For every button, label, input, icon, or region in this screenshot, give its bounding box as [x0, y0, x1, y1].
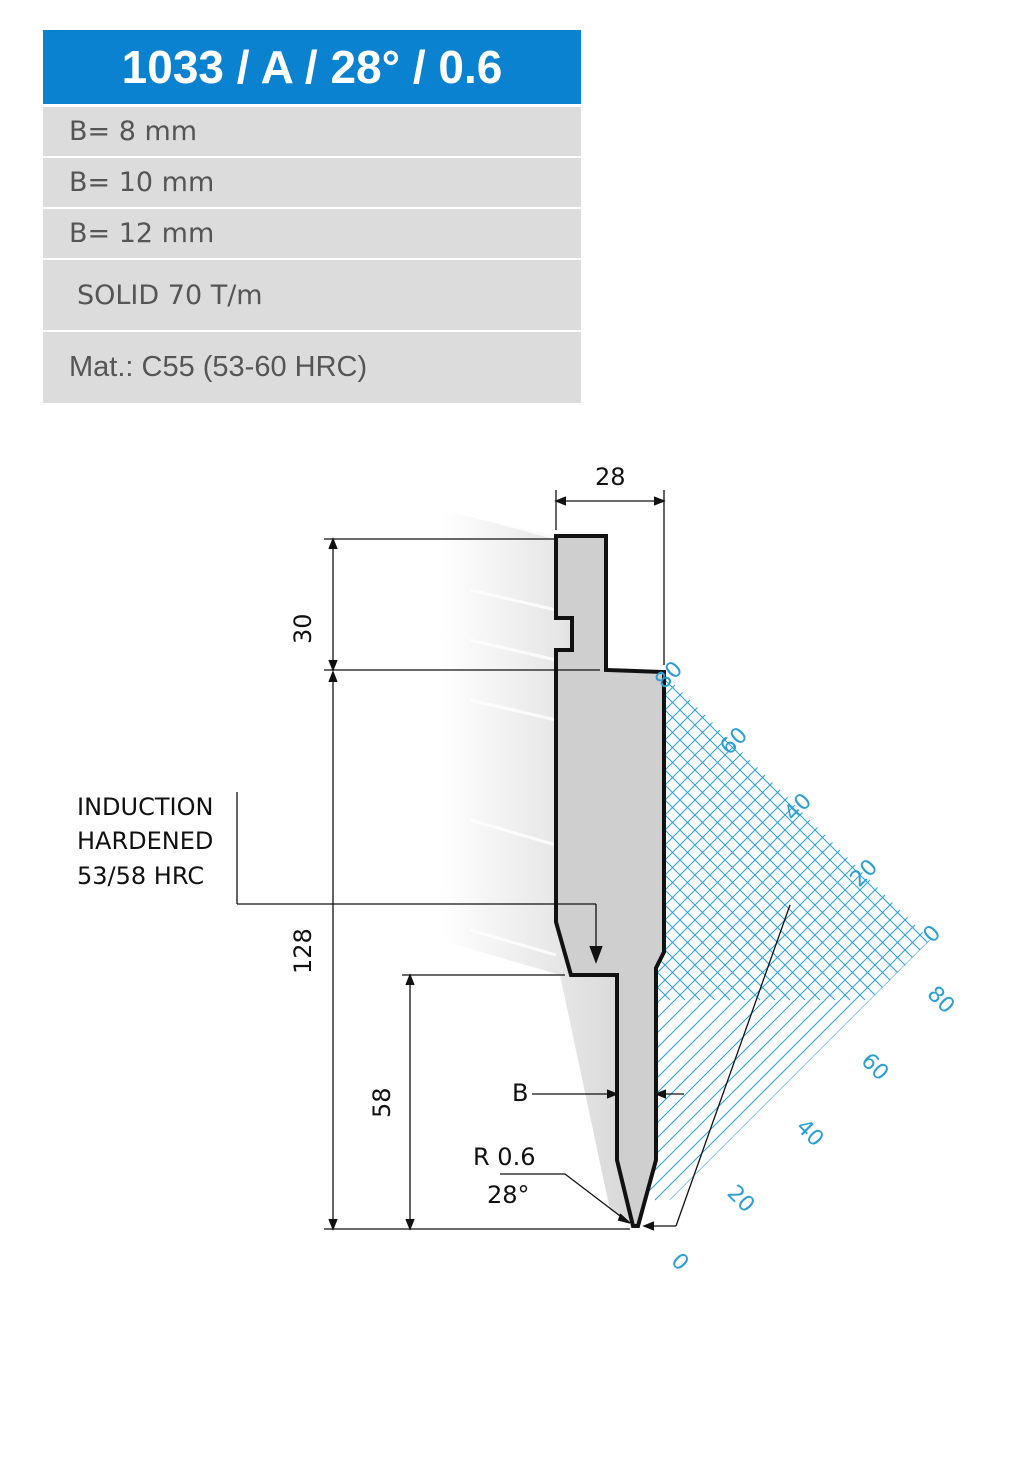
shadow-streaks [469, 513, 557, 957]
dim-total-height: 128 [289, 928, 317, 974]
grid-line [636, 672, 930, 1201]
grid-line [849, 672, 930, 1201]
scale-lower-40: 40 [791, 1115, 828, 1152]
angle-label: 28° [487, 1181, 530, 1209]
grid-line [824, 672, 930, 1001]
spec-row-b10: B= 10 mm [43, 158, 581, 209]
grid-line [1005, 600, 1016, 1000]
note-line-2: HARDENED [77, 827, 213, 855]
spec-row-solid: SOLID 70 T/m [43, 260, 581, 332]
spec-table: 1033 / A / 28° / 0.6 B= 8 mm B= 10 mm B=… [43, 30, 581, 403]
grid-line [960, 600, 1016, 1000]
note-line-1: INDUCTION [77, 793, 213, 821]
grid-line [884, 672, 930, 1001]
grid-line [774, 672, 930, 1201]
grid-line [654, 672, 930, 1201]
grid-line [794, 672, 930, 1001]
grid-line [674, 672, 930, 1001]
spec-row-b8: B= 8 mm [43, 107, 581, 158]
scale-upper-40: 40 [780, 789, 817, 826]
grid-line [636, 672, 930, 1201]
grid-line [729, 672, 930, 1201]
scale-lower-60: 60 [856, 1049, 893, 1086]
grid-line [789, 672, 930, 1201]
grid-line [0, 600, 430, 1200]
radius-label: R 0.6 [473, 1143, 535, 1171]
grid-line [636, 672, 930, 1201]
grid-line [636, 672, 930, 1201]
grid-line [985, 600, 1016, 1200]
grid-line [0, 600, 505, 1200]
scale-lower-80: 80 [922, 982, 959, 1019]
grid-line [955, 600, 1016, 1200]
grid-line [970, 600, 1016, 1200]
grid-line [864, 672, 930, 1201]
spec-title: 1033 / A / 28° / 0.6 [43, 30, 581, 107]
dimension-lines [236, 490, 791, 1231]
grid-line [759, 672, 930, 1201]
grid-line [1000, 600, 1016, 1200]
grid-line [636, 672, 930, 1201]
scale-lower-20: 20 [722, 1181, 759, 1218]
grid-line [0, 600, 490, 1200]
grid-line [990, 600, 1016, 1000]
grid-line [636, 672, 930, 1201]
grid-line [894, 672, 930, 1201]
grid-line [909, 672, 930, 1201]
scale-upper-0: 0 [919, 921, 947, 949]
grid-line [636, 672, 776, 1001]
grid-line [779, 672, 930, 1001]
grid-line [975, 600, 1016, 1000]
scale-lower-0: 0 [666, 1249, 694, 1277]
grid-line [639, 672, 930, 1201]
grid-line [924, 672, 930, 1201]
grid-line [636, 672, 791, 1001]
grid-line [804, 672, 930, 1201]
grid-line [0, 600, 400, 1200]
grid-line [699, 672, 930, 1201]
grid-line [689, 672, 930, 1001]
grid-line [809, 672, 930, 1001]
grid-line [0, 600, 415, 1200]
grid-line [636, 672, 930, 1201]
grid-line [704, 672, 930, 1001]
grid-line [636, 672, 930, 1201]
grid-line [636, 672, 791, 1201]
grid-line [940, 600, 1016, 1200]
scale-upper-60: 60 [716, 723, 753, 760]
scale-upper-20: 20 [846, 855, 883, 892]
grid-line [669, 672, 930, 1201]
dim-tip-height: 58 [368, 1087, 396, 1118]
grid-line [636, 672, 836, 1001]
spec-row-material: Mat.: C55 (53-60 HRC) [43, 332, 581, 403]
grid-line [636, 672, 776, 1201]
grid-line [945, 600, 1016, 1000]
grid-line [636, 672, 806, 1001]
spec-row-b12: B= 12 mm [43, 209, 581, 260]
grid-line [636, 672, 930, 1001]
dim-top-width: 28 [595, 463, 626, 491]
grid-line [636, 672, 761, 1001]
grid-line [899, 672, 930, 1001]
grid-line [636, 672, 821, 1001]
grid-line [834, 672, 930, 1201]
grid-line [879, 672, 930, 1201]
dim-b-label: B [512, 1079, 528, 1107]
tool-profile [554, 534, 666, 1228]
grid-line [636, 672, 930, 1201]
grid-line [15, 600, 415, 1000]
grid-line [659, 672, 930, 1001]
dim-top-height: 30 [289, 613, 317, 644]
grid-line [636, 672, 930, 1201]
grid-line [636, 672, 746, 1001]
note-line-3: 53/58 HRC [77, 862, 204, 890]
